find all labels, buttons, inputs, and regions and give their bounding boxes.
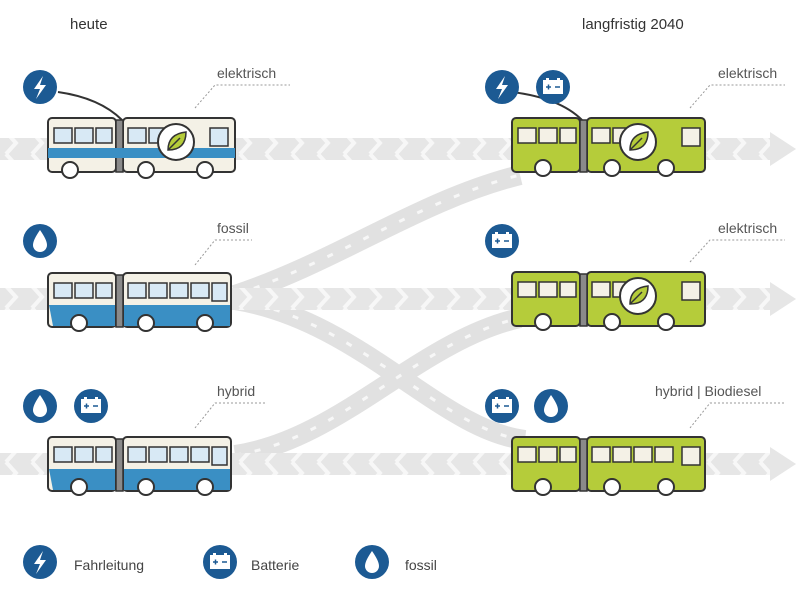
legend: Fahrleitung Batterie fossil <box>23 545 437 579</box>
label-leader <box>194 402 267 429</box>
legend-label: Fahrleitung <box>74 557 144 573</box>
legend-item-batterie: Batterie <box>203 545 299 579</box>
label-leader <box>194 84 290 109</box>
bus-today-hybrid <box>47 436 232 496</box>
legend-label: fossil <box>405 557 437 573</box>
bus-label-future-electric-battery: elektrisch <box>718 220 777 236</box>
bus-label-today-fossil: fossil <box>217 220 249 236</box>
track-row-2-arrowhead <box>770 282 796 316</box>
label-leader <box>194 239 252 266</box>
bus-future-electric-trolley <box>511 91 706 177</box>
bus-today-fossil <box>47 272 232 332</box>
label-leader <box>689 84 785 109</box>
label-leader <box>689 239 785 263</box>
track-hybrid-to-electric-chevrons <box>234 316 521 457</box>
bus-label-today-electric: elektrisch <box>217 65 276 81</box>
track-row-1-arrowhead <box>770 132 796 166</box>
header-future: langfristig 2040 <box>582 16 684 33</box>
bus-today-electric <box>47 91 236 179</box>
header-today: heute <box>70 16 108 33</box>
label-leader <box>689 402 785 429</box>
bus-future-electric-battery <box>511 271 706 331</box>
bus-label-future-hybrid: hybrid | Biodiesel <box>655 383 761 399</box>
legend-label: Batterie <box>251 557 299 573</box>
legend-item-fossil: fossil <box>355 545 437 579</box>
track-fossil-to-electric <box>231 165 523 305</box>
legend-item-fahrleitung: Fahrleitung <box>23 545 144 579</box>
trolley-pole <box>57 91 123 121</box>
bus-future-hybrid <box>511 436 706 496</box>
bus-label-future-electric-trolley: elektrisch <box>718 65 777 81</box>
track-fossil-to-electric-chevrons <box>234 173 521 297</box>
bus-label-today-hybrid: hybrid <box>217 383 255 399</box>
track-row-3-arrowhead <box>770 447 796 481</box>
